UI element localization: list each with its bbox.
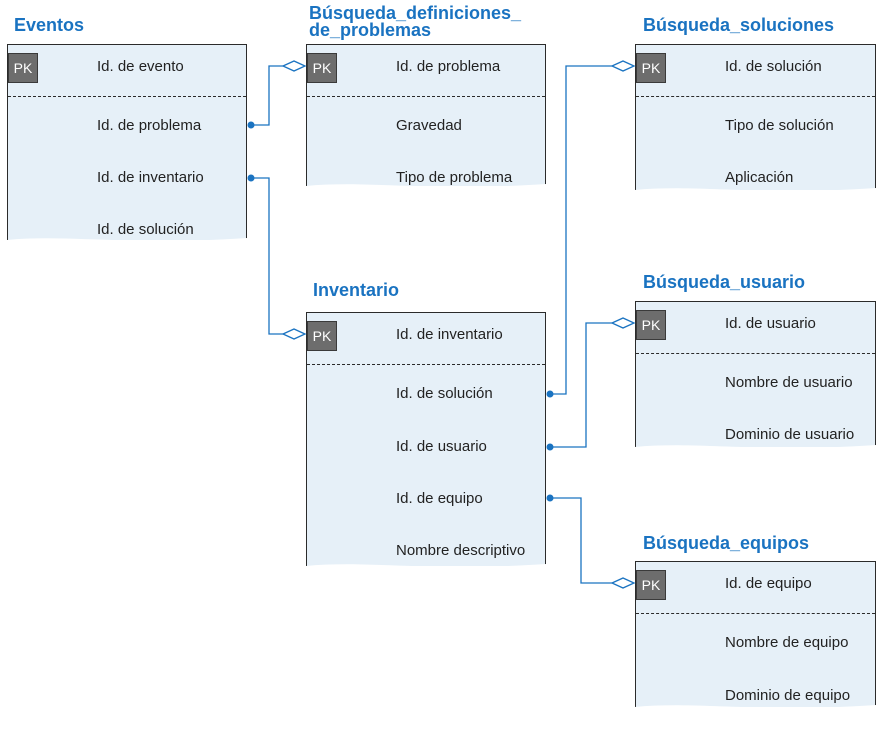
dot-connector-icon (546, 494, 554, 502)
pk-badge: PK (307, 53, 337, 83)
connector-eventos-problema (251, 65, 283, 126)
inventario-field-solucion: Id. de solución (396, 385, 493, 402)
busqueda-definiciones-title-line2: de_problemas (309, 20, 432, 40)
table-wavy-bottom (306, 564, 546, 572)
inventario-title: Inventario (313, 280, 400, 300)
busqueda-usuario-field-nombre: Nombre de usuario (725, 374, 853, 391)
pk-separator (307, 96, 545, 97)
eventos-title: Eventos (14, 15, 85, 35)
busqueda-usuario-field-dominio: Dominio de usuario (725, 426, 855, 443)
dot-connector-icon (546, 390, 554, 398)
busqueda-usuario-title: Búsqueda_usuario (643, 272, 806, 292)
busqueda-definiciones-title-line1: Búsqueda_definiciones_ (309, 3, 522, 23)
pk-badge: PK (636, 570, 666, 600)
pk-badge: PK (636, 53, 666, 83)
connector-inventario-solucion (550, 65, 612, 395)
busqueda-equipos-table: PK Id. de equipo Nombre de equipo Domini… (635, 561, 876, 713)
pk-badge: PK (8, 53, 38, 83)
connector-inventario-usuario (550, 322, 612, 448)
connector-eventos-inventario (251, 177, 283, 335)
table-wavy-bottom (635, 445, 876, 453)
eventos-table: PK Id. de evento Id. de problema Id. de … (7, 44, 247, 246)
pk-separator (636, 353, 875, 354)
pk-separator (636, 96, 875, 97)
pk-separator (636, 613, 875, 614)
inventario-table: PK Id. de inventario Id. de solución Id.… (306, 312, 546, 572)
busqueda-definiciones-table: PK Id. de problema Gravedad Tipo de prob… (306, 44, 546, 192)
busqueda-soluciones-field-aplicacion: Aplicación (725, 169, 794, 186)
busqueda-usuario-table: PK Id. de usuario Nombre de usuario Domi… (635, 301, 876, 453)
busqueda-usuario-pk-field: Id. de usuario (725, 315, 816, 332)
table-wavy-bottom (306, 184, 546, 192)
inventario-field-usuario: Id. de usuario (396, 438, 487, 455)
busqueda-equipos-pk-field: Id. de equipo (725, 575, 812, 592)
pk-separator (8, 96, 246, 97)
busqueda-soluciones-table: PK Id. de solución Tipo de solución Apli… (635, 44, 876, 196)
eventos-field-problema: Id. de problema (97, 117, 202, 134)
dot-connector-icon (546, 443, 554, 451)
diamond-connector-icon (281, 60, 307, 72)
pk-badge: PK (307, 321, 337, 351)
connector-inventario-equipo (550, 497, 612, 584)
diamond-connector-icon (610, 317, 636, 329)
eventos-field-solucion: Id. de solución (97, 221, 194, 238)
busqueda-soluciones-pk-field: Id. de solución (725, 58, 822, 75)
busqueda-definiciones-field-tipo: Tipo de problema (396, 169, 513, 186)
dot-connector-icon (247, 121, 255, 129)
inventario-pk-field: Id. de inventario (396, 326, 503, 343)
diamond-connector-icon (281, 328, 307, 340)
busqueda-equipos-title: Búsqueda_equipos (643, 533, 810, 553)
inventario-field-nombre: Nombre descriptivo (396, 542, 526, 559)
diamond-connector-icon (610, 60, 636, 72)
pk-separator (307, 364, 545, 365)
busqueda-soluciones-title: Búsqueda_soluciones (643, 15, 835, 35)
eventos-pk-field: Id. de evento (97, 58, 184, 75)
diamond-connector-icon (610, 577, 636, 589)
pk-badge: PK (636, 310, 666, 340)
eventos-field-inventario: Id. de inventario (97, 169, 204, 186)
inventario-field-equipo: Id. de equipo (396, 490, 483, 507)
table-wavy-bottom (635, 705, 876, 713)
busqueda-definiciones-field-gravedad: Gravedad (396, 117, 462, 134)
table-wavy-bottom (635, 188, 876, 196)
busqueda-equipos-field-nombre: Nombre de equipo (725, 634, 849, 651)
table-wavy-bottom (7, 238, 247, 246)
busqueda-soluciones-field-tipo: Tipo de solución (725, 117, 834, 134)
dot-connector-icon (247, 174, 255, 182)
busqueda-definiciones-pk-field: Id. de problema (396, 58, 501, 75)
busqueda-equipos-field-dominio: Dominio de equipo (725, 687, 851, 704)
